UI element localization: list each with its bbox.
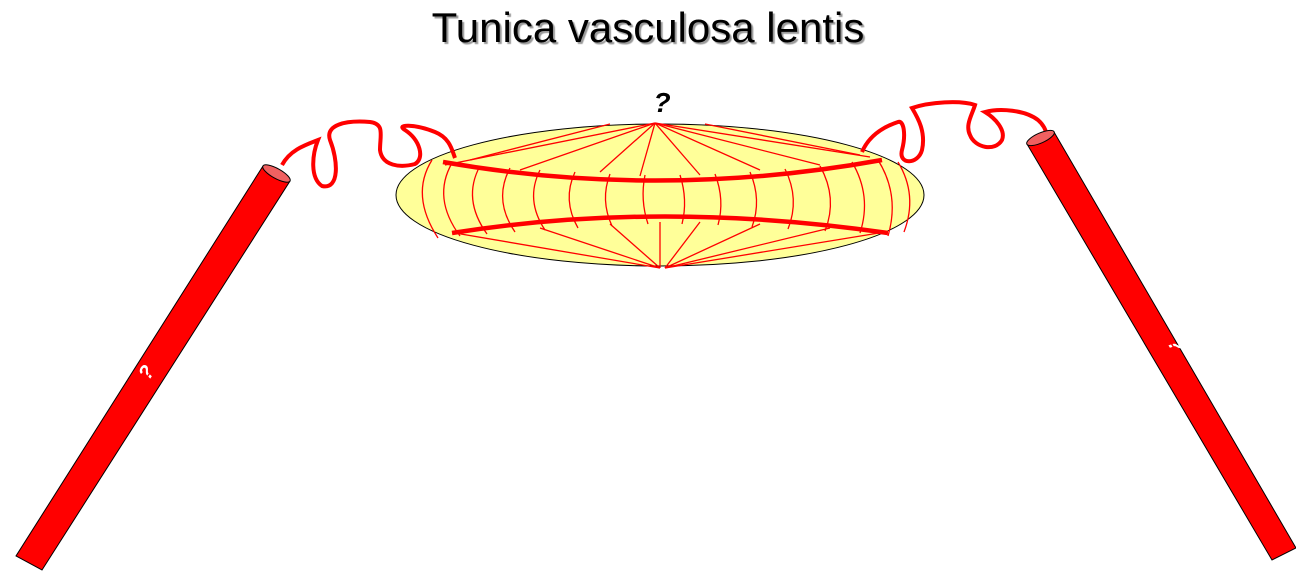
right-vessel-tube: [1025, 127, 1296, 560]
right-coiled-vessel: [862, 102, 1048, 161]
left-vessel-tube: [16, 162, 292, 570]
lens-question-label: ?: [653, 87, 670, 118]
